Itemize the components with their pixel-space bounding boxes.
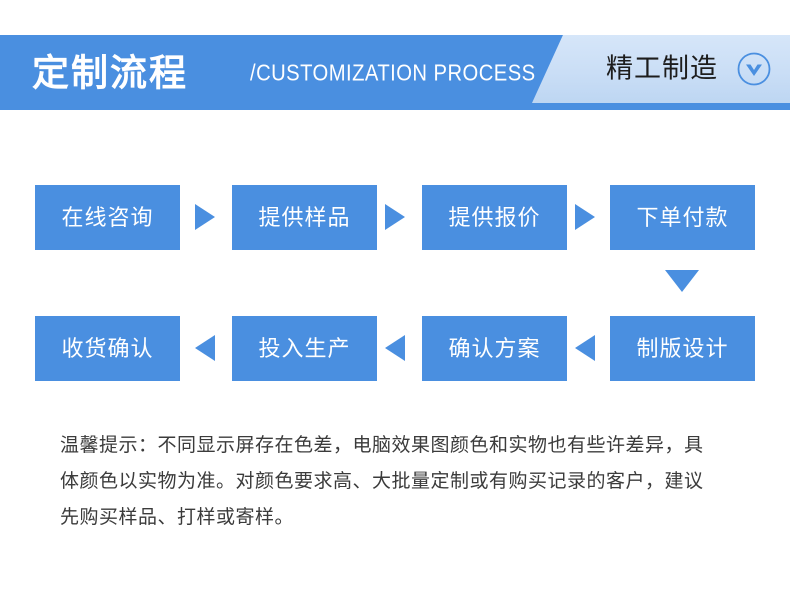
warm-tips-note: 温馨提示：不同显示屏存在色差，电脑效果图颜色和实物也有些许差异，具体颜色以实物为… <box>60 435 704 528</box>
arrow-right-icon <box>385 204 405 230</box>
flow-step-label: 提供样品 <box>258 204 351 230</box>
process-flow-diagram: 在线咨询 提供样品 提供报价 下单付款 收货确认 投入生产 确认方案 制版设计 <box>0 160 790 410</box>
banner-right-panel: 精工制造 <box>532 35 790 103</box>
arrow-down-icon <box>665 270 699 292</box>
flow-step-provide-quote[interactable]: 提供报价 <box>422 185 567 250</box>
arrow-right-icon <box>575 204 595 230</box>
flow-step-label: 制版设计 <box>636 335 729 361</box>
flow-step-label: 收货确认 <box>61 335 154 361</box>
arrow-right-icon <box>195 204 215 230</box>
flow-step-label: 投入生产 <box>258 335 351 361</box>
flow-step-online-consult[interactable]: 在线咨询 <box>35 185 180 250</box>
flow-step-plate-design[interactable]: 制版设计 <box>610 316 755 381</box>
banner-slogan: 精工制造 <box>606 53 718 84</box>
header-banner: 定制流程 /CUSTOMIZATION PROCESS 精工制造 <box>0 35 790 110</box>
arrow-left-icon <box>195 335 215 361</box>
flow-step-label: 下单付款 <box>636 204 729 230</box>
page-subtitle: /CUSTOMIZATION PROCESS <box>250 59 536 85</box>
flow-step-provide-sample[interactable]: 提供样品 <box>232 185 377 250</box>
flow-step-start-production[interactable]: 投入生产 <box>232 316 377 381</box>
flow-step-order-payment[interactable]: 下单付款 <box>610 185 755 250</box>
flow-step-confirm-plan[interactable]: 确认方案 <box>422 316 567 381</box>
chevron-down-circle-icon <box>736 51 772 87</box>
flow-step-label: 确认方案 <box>448 335 541 361</box>
arrow-left-icon <box>575 335 595 361</box>
arrow-left-icon <box>385 335 405 361</box>
flow-step-label: 提供报价 <box>448 204 541 230</box>
flow-step-label: 在线咨询 <box>61 204 154 230</box>
flow-step-receipt-confirm[interactable]: 收货确认 <box>35 316 180 381</box>
page-title: 定制流程 <box>32 52 188 93</box>
